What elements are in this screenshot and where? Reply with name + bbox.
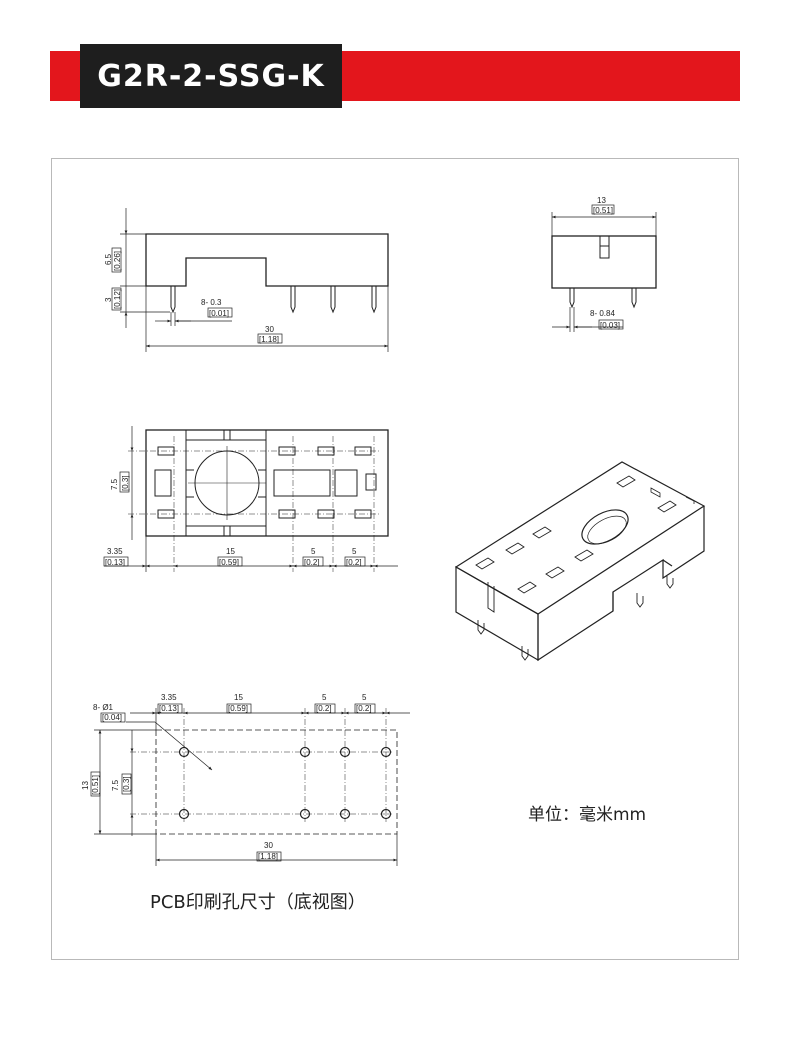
- isometric-view: [454, 461, 706, 662]
- side-view: [111, 208, 389, 352]
- dim-pcb-length-in: [1.18]: [258, 852, 278, 861]
- dim-pcb-pitch2-in: [0.2]: [356, 704, 372, 713]
- dim-end-width-in: [0.51]: [593, 206, 613, 215]
- dim-side-pin-len: 3: [104, 297, 113, 302]
- dim-side-height-in: [0.26]: [113, 251, 122, 271]
- dim-pcb-span-in: [0.59]: [228, 704, 248, 713]
- dim-side-pin-width-in: [0.01]: [209, 309, 229, 318]
- end-view-body: [551, 235, 657, 289]
- dim-top-pitch2: 5: [352, 547, 357, 556]
- side-view-body: [145, 233, 389, 287]
- dim-top-pitch1: 5: [311, 547, 316, 556]
- dim-end-pin-width: 8- 0.84: [590, 309, 615, 318]
- dim-top-pitch1-in: [0.2]: [304, 558, 320, 567]
- dim-pcb-pitch-v: 7.5: [111, 779, 120, 791]
- drawing-frame: [51, 158, 739, 960]
- top-view-body: [145, 429, 389, 537]
- dim-side-length-in: [1.18]: [259, 335, 279, 344]
- iso-center-hole: [581, 509, 629, 545]
- end-view: [551, 204, 657, 332]
- dimension-labels: 6.5 [0.26] 3 [0.12] 8- 0.3 [0.01] 30 [1.…: [81, 196, 620, 861]
- dim-pcb-pitch-v-in: [0.3]: [122, 776, 131, 792]
- dim-top-pitch2-in: [0.2]: [346, 558, 362, 567]
- dim-pcb-span: 15: [234, 693, 243, 702]
- pcb-holes: [178, 746, 392, 820]
- unit-caption: 单位：毫米mm: [528, 805, 647, 825]
- top-view: [103, 426, 398, 572]
- dim-pcb-hole-in: [0.04]: [102, 713, 122, 722]
- dim-side-length: 30: [265, 325, 274, 334]
- end-view-pins: [569, 288, 637, 309]
- side-view-pins: [170, 286, 377, 314]
- dim-top-offset-in: [0.13]: [105, 558, 125, 567]
- iso-top-face: [454, 461, 706, 615]
- dim-pcb-height: 13: [81, 781, 90, 790]
- dim-top-span: 15: [226, 547, 235, 556]
- dim-pcb-offset: 3.35: [161, 693, 177, 702]
- dim-pcb-height-in: [0.51]: [91, 775, 100, 795]
- dim-pcb-hole: 8- Ø1: [93, 703, 114, 712]
- dim-pcb-pitch1: 5: [322, 693, 327, 702]
- dim-top-pitch-v-in: [0.3]: [121, 475, 130, 491]
- dim-side-pin-width: 8- 0.3: [201, 298, 222, 307]
- pcb-outline: [155, 729, 398, 835]
- dim-pcb-length: 30: [264, 841, 273, 850]
- dim-side-height: 6.5: [104, 253, 113, 265]
- dim-end-pin-width-in: [0.03]: [600, 321, 620, 330]
- iso-front-face: [455, 565, 539, 662]
- dim-side-pin-len-in: [0.12]: [113, 289, 122, 309]
- title-box: G2R-2-SSG-K: [80, 44, 342, 108]
- dim-top-pitch-v: 7.5: [110, 478, 119, 490]
- dim-end-width: 13: [597, 196, 606, 205]
- iso-right-face: [537, 506, 705, 662]
- page-title: G2R-2-SSG-K: [97, 58, 325, 94]
- iso-pins: [477, 576, 674, 661]
- iso-slots: [475, 475, 677, 594]
- pcb-view: [90, 703, 410, 866]
- dim-pcb-offset-in: [0.13]: [159, 704, 179, 713]
- dim-pcb-pitch1-in: [0.2]: [316, 704, 332, 713]
- dim-top-span-in: [0.59]: [219, 558, 239, 567]
- dim-top-offset: 3.35: [107, 547, 123, 556]
- dim-pcb-pitch2: 5: [362, 693, 367, 702]
- pcb-caption: PCB印刷孔尺寸（底视图）: [150, 892, 366, 913]
